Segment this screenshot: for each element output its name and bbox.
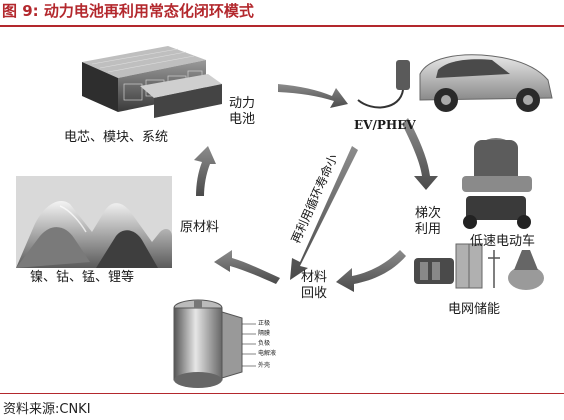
label-material-recovery: 材料回收	[300, 270, 327, 301]
arrow-to-raw	[214, 250, 280, 284]
source-rule	[0, 393, 564, 394]
cutaway-label: 负极	[258, 340, 271, 347]
cutaway-label: 正极	[258, 320, 271, 327]
arrow-to-recovery	[336, 250, 406, 292]
low-speed-ev-image	[462, 138, 532, 229]
ev-car-image	[357, 54, 553, 112]
title-rule	[0, 25, 564, 27]
metal-powders-image	[16, 176, 172, 268]
arrow-to-battery	[194, 146, 216, 196]
label-raw-materials: 原材料	[180, 220, 220, 235]
cutaway-label: 隔膜	[258, 330, 271, 337]
grid-storage-image	[414, 243, 544, 290]
label-metals: 镍、钴、锰、锂等	[30, 270, 135, 285]
cutaway-label: 电解液	[258, 350, 277, 357]
arrow-to-ev	[278, 84, 348, 108]
label-low-speed-ev: 低速电动车	[470, 234, 536, 249]
cycle-arrows	[194, 84, 438, 292]
cell-cutaway-image	[173, 299, 256, 388]
cutaway-label: 外壳	[258, 362, 271, 369]
label-cells-modules-systems: 电芯、模块、系统	[64, 130, 169, 145]
arrow-shortcut	[290, 146, 358, 280]
figure-title: 图 9: 动力电池再利用常态化闭环模式	[2, 2, 254, 20]
battery-pack-image	[82, 46, 222, 118]
label-ev-phev: EV/PHEV	[354, 118, 416, 132]
label-power-battery: 动力电池	[228, 96, 255, 127]
label-cascade-use: 梯次利用	[414, 206, 441, 237]
figure-source: 资料来源:CNKI	[3, 402, 91, 417]
arrow-to-cascade	[402, 118, 438, 190]
label-grid-storage: 电网储能	[448, 302, 501, 317]
